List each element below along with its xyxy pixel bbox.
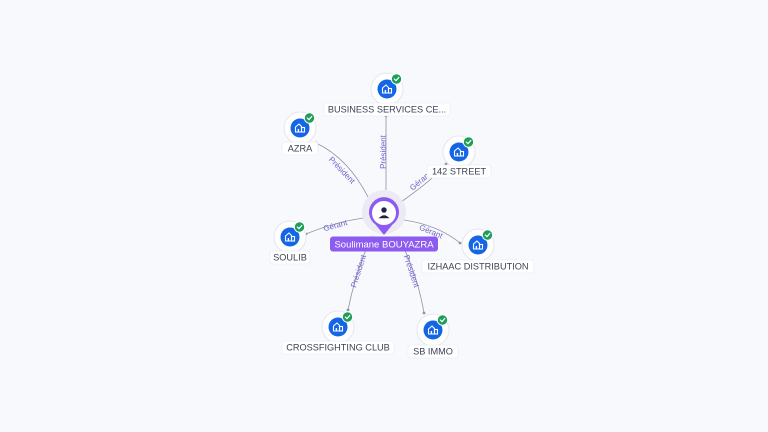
edge: Président xyxy=(314,141,369,198)
verified-check-icon xyxy=(390,73,403,85)
verified-check-icon xyxy=(481,229,494,241)
verified-check-icon xyxy=(436,314,449,326)
company-building-icon xyxy=(381,84,393,94)
company-name[interactable]: BUSINESS SERVICES CE... xyxy=(328,105,446,115)
edge-role-label: Président xyxy=(349,253,368,289)
edge-arrowhead xyxy=(346,308,350,312)
company-node[interactable]: SB IMMO xyxy=(407,313,459,359)
edge-line xyxy=(315,142,369,198)
company-icon-background xyxy=(290,118,310,138)
company-name[interactable]: AZRA xyxy=(288,144,313,154)
company-building-icon xyxy=(284,232,296,242)
company-icon-background xyxy=(280,227,300,247)
company-label-background xyxy=(421,259,535,274)
company-node[interactable]: IZHAAC DISTRIBUTION xyxy=(421,228,535,274)
company-building-icon xyxy=(332,322,344,332)
center-label-background xyxy=(330,236,438,252)
edge-role-label: Président xyxy=(327,155,357,186)
company-icon-background xyxy=(449,142,469,162)
edge: Gérant xyxy=(304,217,365,236)
edge-line xyxy=(403,219,461,244)
company-label-background xyxy=(269,250,311,265)
company-label-background xyxy=(426,164,492,179)
company-label-background xyxy=(407,344,459,359)
edge-role-label: Président xyxy=(402,254,422,290)
company-building-icon xyxy=(453,147,465,157)
person-icon xyxy=(378,207,390,219)
nodes-layer: BUSINESS SERVICES CE... AZRA 142 STREET SOU… xyxy=(269,72,535,359)
company-node[interactable]: 142 STREET xyxy=(426,135,492,179)
company-name[interactable]: 142 STREET xyxy=(432,167,487,177)
company-label-background xyxy=(281,340,395,355)
company-building-icon xyxy=(294,123,306,133)
edge-arrowhead xyxy=(458,241,462,245)
edge: Président xyxy=(379,114,388,190)
company-name[interactable]: SOULIB xyxy=(273,253,307,263)
company-label-background xyxy=(281,141,319,156)
company-icon-background xyxy=(377,79,397,99)
center-person-node[interactable]: Soulimane BOUYAZRA xyxy=(330,190,438,252)
verified-check-icon xyxy=(303,112,316,124)
company-icon-background xyxy=(423,320,443,340)
edge-role-label: Gérant xyxy=(322,218,349,233)
company-node[interactable]: AZRA xyxy=(281,111,319,156)
company-icon-background xyxy=(328,317,348,337)
company-name[interactable]: CROSSFIGHTING CLUB xyxy=(286,343,390,353)
company-label-background xyxy=(323,102,451,117)
company-building-icon xyxy=(472,240,484,250)
edge-line xyxy=(305,217,365,235)
company-node[interactable]: SOULIB xyxy=(269,220,311,265)
verified-check-icon xyxy=(293,221,306,233)
verified-check-icon xyxy=(341,311,354,323)
company-icon-background xyxy=(468,235,488,255)
center-person-name[interactable]: Soulimane BOUYAZRA xyxy=(334,239,434,250)
company-name[interactable]: SB IMMO xyxy=(413,347,453,357)
company-node[interactable]: BUSINESS SERVICES CE... xyxy=(323,72,451,117)
verified-check-icon xyxy=(462,136,475,148)
center-inner-circle xyxy=(372,201,396,225)
company-name[interactable]: IZHAAC DISTRIBUTION xyxy=(427,262,528,272)
edge-arrowhead xyxy=(422,311,426,315)
company-building-icon xyxy=(427,325,439,335)
edge-role-label: Président xyxy=(379,134,388,169)
company-node[interactable]: CROSSFIGHTING CLUB xyxy=(281,310,395,355)
